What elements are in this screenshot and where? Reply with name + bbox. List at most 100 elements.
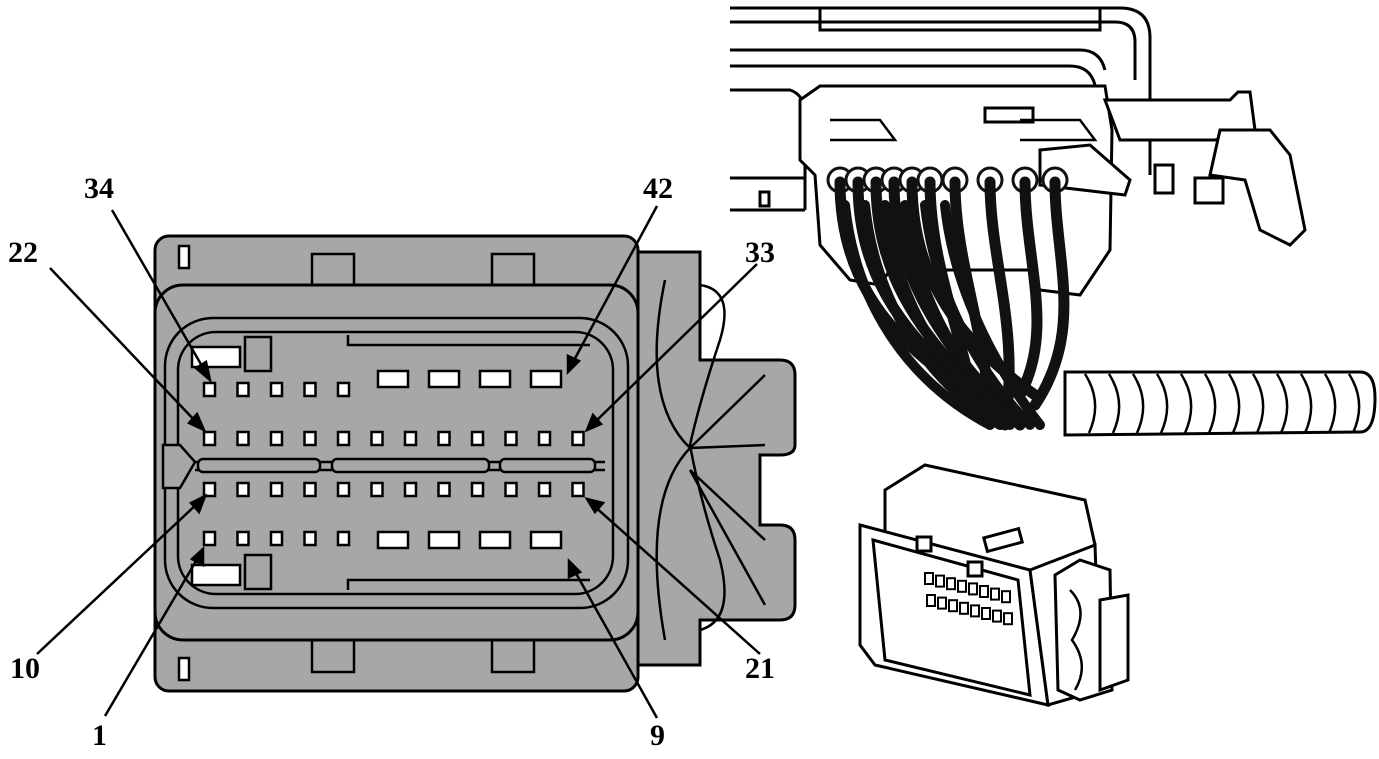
lock-wing: [628, 250, 797, 667]
cavity-bottom-1: [202, 530, 217, 547]
cavity-top-4: [303, 381, 317, 398]
cavity-top-3: [269, 381, 284, 398]
iso-cavity-1-7: [990, 587, 1000, 601]
arrow-10: [36, 501, 200, 655]
wire-lower-2: [860, 200, 1005, 430]
connector-lever: [1102, 90, 1257, 142]
large-cavity-bottom-3: [478, 530, 512, 550]
arrowhead-34: [193, 360, 213, 384]
arrow-42: [570, 205, 659, 365]
cavity-upper-middle-3: [269, 430, 284, 447]
iso-cavity-2-8: [1003, 612, 1013, 626]
large-cavity-bottom-2: [427, 530, 461, 550]
cavity-upper-middle-10: [504, 430, 518, 447]
housing-ribs: [830, 118, 1098, 142]
iso-cavity-2-1: [926, 594, 936, 607]
iso-lever-curve: [1069, 589, 1083, 691]
key-ridge-bottom: [346, 578, 590, 590]
cavity-lower-middle-1: [202, 481, 217, 498]
cavity-upper-middle-12: [571, 430, 585, 447]
module-body: [730, 6, 1152, 175]
corner-block-bottom: [190, 563, 242, 587]
conduit-rib-8: [1251, 373, 1265, 434]
harness-side-view: [730, 6, 1377, 437]
iso-peg-1: [915, 535, 933, 553]
conduit-rib-1: [1083, 373, 1097, 434]
iso-cavity-1-5: [968, 582, 978, 596]
cavity-lower-middle-12: [571, 481, 585, 498]
label-pin-22: 22: [8, 236, 38, 269]
iso-cavity-1-6: [979, 585, 989, 598]
conduit-rib-9: [1275, 373, 1289, 434]
label-pin-10: 10: [10, 652, 40, 685]
cavity-bottom-4: [303, 530, 317, 547]
cavity-bottom-5: [336, 530, 351, 547]
conduit-rib-11: [1323, 373, 1337, 434]
cavity-lower-middle-11: [537, 481, 552, 498]
iso-lever: [1053, 558, 1114, 702]
large-cavity-top-1: [376, 369, 410, 389]
arrowhead-1: [189, 546, 205, 568]
cavity-lower-middle-3: [269, 481, 284, 498]
left-key: [161, 443, 197, 490]
wire-lower-4: [900, 200, 1025, 430]
conduit-rib-2: [1107, 373, 1121, 434]
conduit-ribs: [1083, 373, 1361, 434]
lock-wing-diagonal-upper: [689, 374, 766, 450]
cavity-upper-middle-6: [370, 430, 384, 447]
cavity-bottom-3: [269, 530, 284, 547]
wire-bundle: [826, 166, 1070, 431]
cavity-upper-middle-1: [202, 430, 217, 447]
connector-face-view: [153, 234, 797, 693]
latch-top-right: [490, 252, 536, 288]
iso-cavity-2-5: [970, 604, 980, 618]
latch-bottom-right: [490, 638, 536, 674]
cavity-top-1: [202, 381, 217, 398]
conduit-rib-5: [1179, 373, 1193, 434]
lock-wing-loop: [688, 283, 726, 632]
iso-cavity-1-2: [935, 574, 945, 588]
large-cavity-top-3: [478, 369, 512, 389]
label-pin-9: 9: [650, 719, 665, 752]
wire-lower-6: [940, 200, 1045, 430]
label-pin-34: 34: [84, 172, 114, 205]
conduit-rib-10: [1299, 373, 1313, 434]
cavity-lower-middle-4: [303, 481, 317, 498]
iso-cavity-2-6: [981, 607, 991, 620]
wire-lower-3: [880, 200, 1015, 430]
cavity-top-2: [236, 381, 250, 398]
cavity-lower-middle-5: [336, 481, 351, 498]
cavity-lower-middle-6: [370, 481, 384, 498]
latch-top-left: [310, 252, 356, 288]
arrowhead-10: [188, 493, 208, 515]
cavity-lower-middle-2: [236, 481, 250, 498]
cavity-upper-middle-11: [537, 430, 552, 447]
label-pin-1: 1: [92, 719, 107, 752]
iso-cavity-2-2: [937, 596, 947, 610]
corner-block-top: [190, 345, 242, 369]
arrow-1: [103, 555, 201, 717]
iso-cavity-1-3: [946, 577, 956, 591]
connector-isometric-view: [858, 463, 1130, 707]
arrow-33: [592, 263, 758, 425]
wire-10: [1029, 176, 1070, 411]
slot-top: [177, 244, 191, 270]
label-pin-33: 33: [745, 236, 775, 269]
arrow-9: [571, 567, 659, 719]
key-ridge-top: [346, 335, 590, 347]
lock-tab-small-2: [1193, 176, 1225, 205]
iso-cavities: [924, 572, 1013, 626]
arrow-34: [110, 209, 208, 374]
arrow-21: [592, 504, 761, 655]
latch-bottom-left: [310, 638, 356, 674]
callout-arrows: [36, 205, 761, 719]
iso-cavity-1-4: [957, 579, 967, 593]
iso-clip: [981, 526, 1025, 554]
corner-block-bottom-2: [243, 553, 273, 591]
wire-8: [984, 176, 1015, 431]
module-slot: [758, 190, 771, 208]
arrow-22: [49, 267, 199, 425]
conduit-rib-12: [1347, 373, 1361, 434]
cavity-upper-middle-5: [336, 430, 351, 447]
